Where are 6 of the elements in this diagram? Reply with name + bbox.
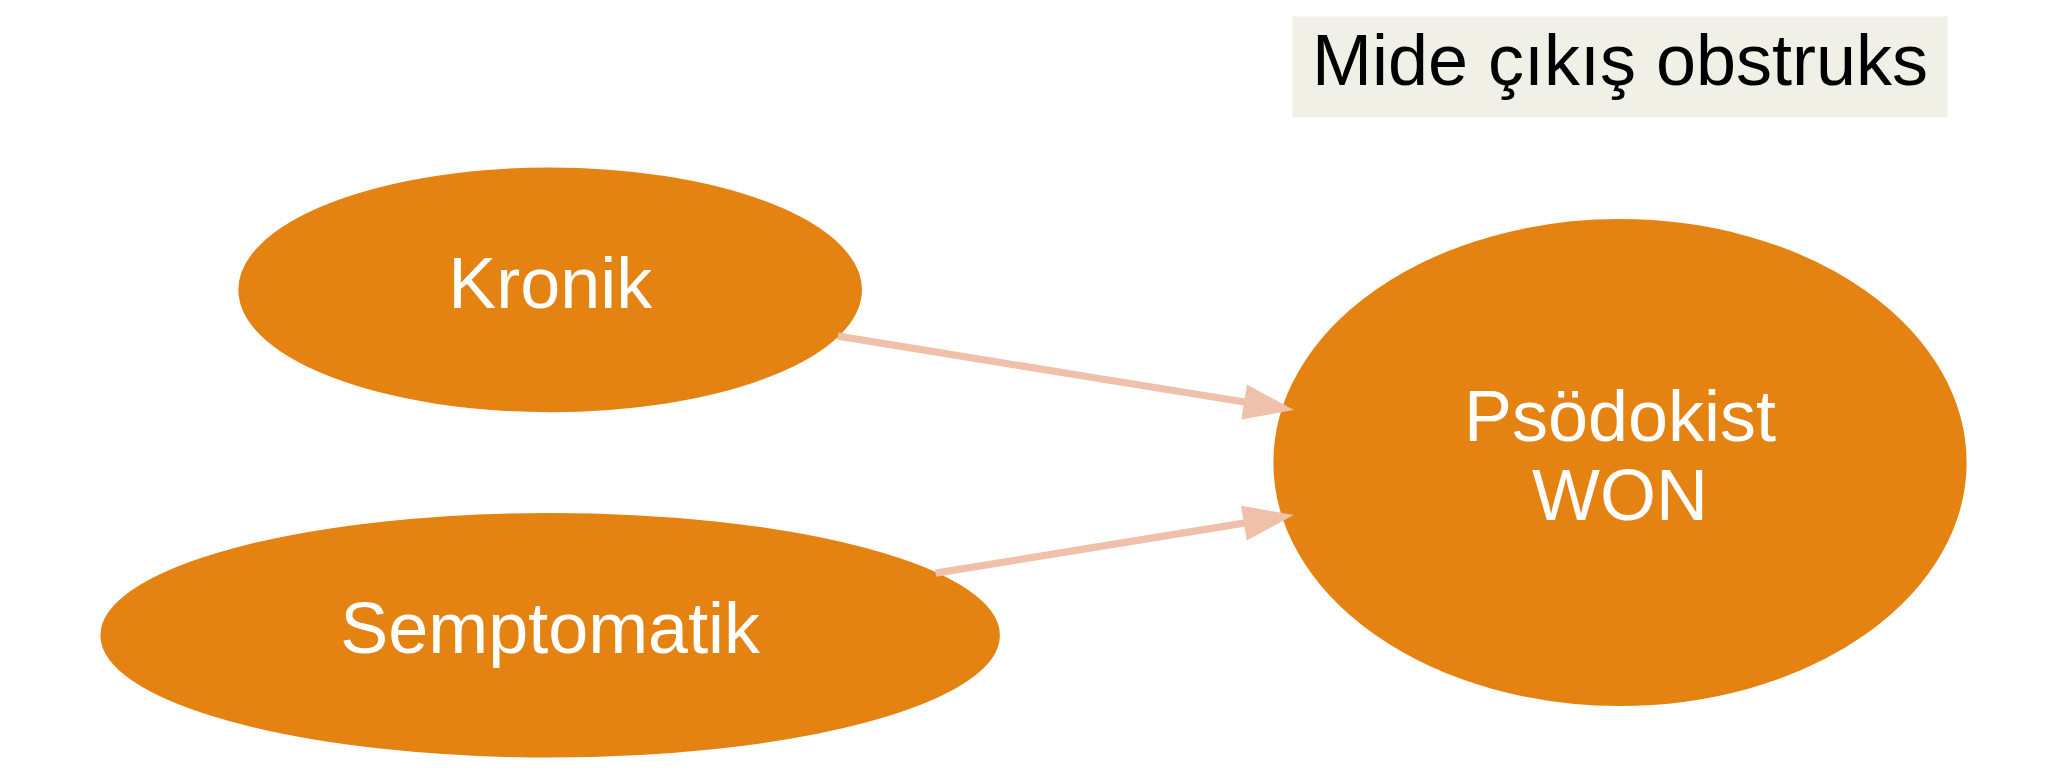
- node-ellipse: Semptomatik: [99, 512, 1000, 758]
- label: Mide çıkış obstruks: [1311, 19, 1928, 100]
- arrow: [934, 505, 1294, 577]
- node-ellipse: Kronik: [237, 167, 862, 413]
- arrow: [836, 332, 1294, 420]
- node-ellipse: Psödokist WON: [1272, 219, 1967, 707]
